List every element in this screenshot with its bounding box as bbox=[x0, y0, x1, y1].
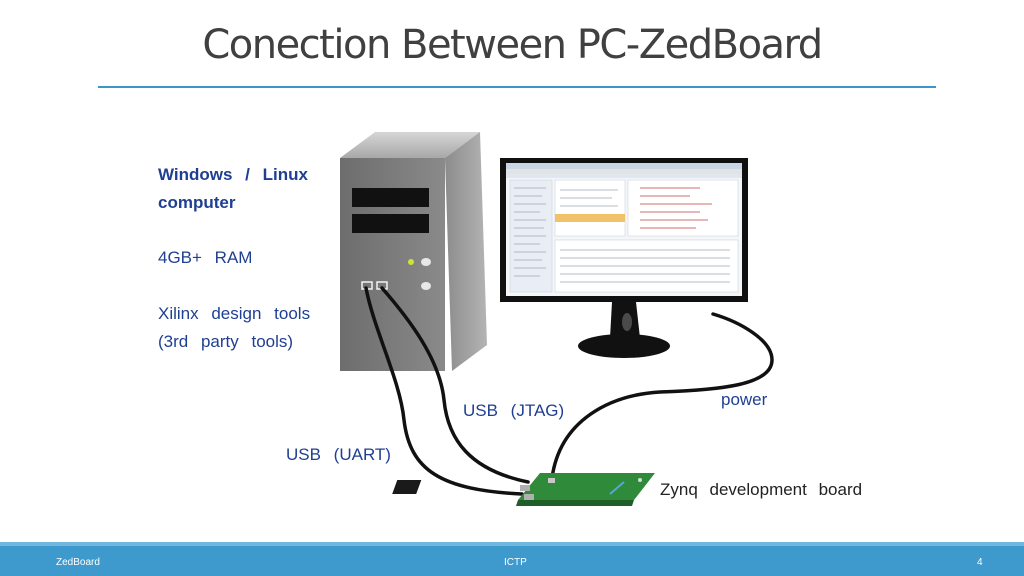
board-label: Zynq development board bbox=[660, 480, 863, 499]
monitor bbox=[500, 158, 748, 358]
usb-jtag-cable bbox=[380, 286, 530, 484]
ram-label: 4GB+ RAM bbox=[158, 248, 253, 267]
title-divider bbox=[98, 86, 936, 88]
third-party-tools-label: (3rd party tools) bbox=[158, 332, 294, 351]
footer-left-text: ZedBoard bbox=[56, 557, 100, 568]
computer-tower bbox=[340, 132, 487, 371]
cables bbox=[364, 286, 774, 496]
footer-accent bbox=[0, 542, 1024, 546]
slide-title: Conection Between PC-ZedBoard bbox=[202, 22, 823, 68]
usb-uart-label: USB (UART) bbox=[286, 445, 391, 464]
footer-bar bbox=[0, 546, 1024, 576]
zynq-board bbox=[392, 473, 655, 506]
power-cable bbox=[550, 312, 774, 480]
footer-center-text: ICTP bbox=[504, 557, 527, 568]
page-number: 4 bbox=[977, 557, 983, 568]
os-label: Windows / Linux bbox=[158, 165, 308, 184]
computer-label: computer bbox=[158, 193, 236, 212]
usb-uart-cable bbox=[364, 286, 524, 496]
design-tools-label: Xilinx design tools bbox=[158, 304, 311, 323]
power-label: power bbox=[721, 390, 768, 409]
usb-jtag-label: USB (JTAG) bbox=[463, 401, 565, 420]
